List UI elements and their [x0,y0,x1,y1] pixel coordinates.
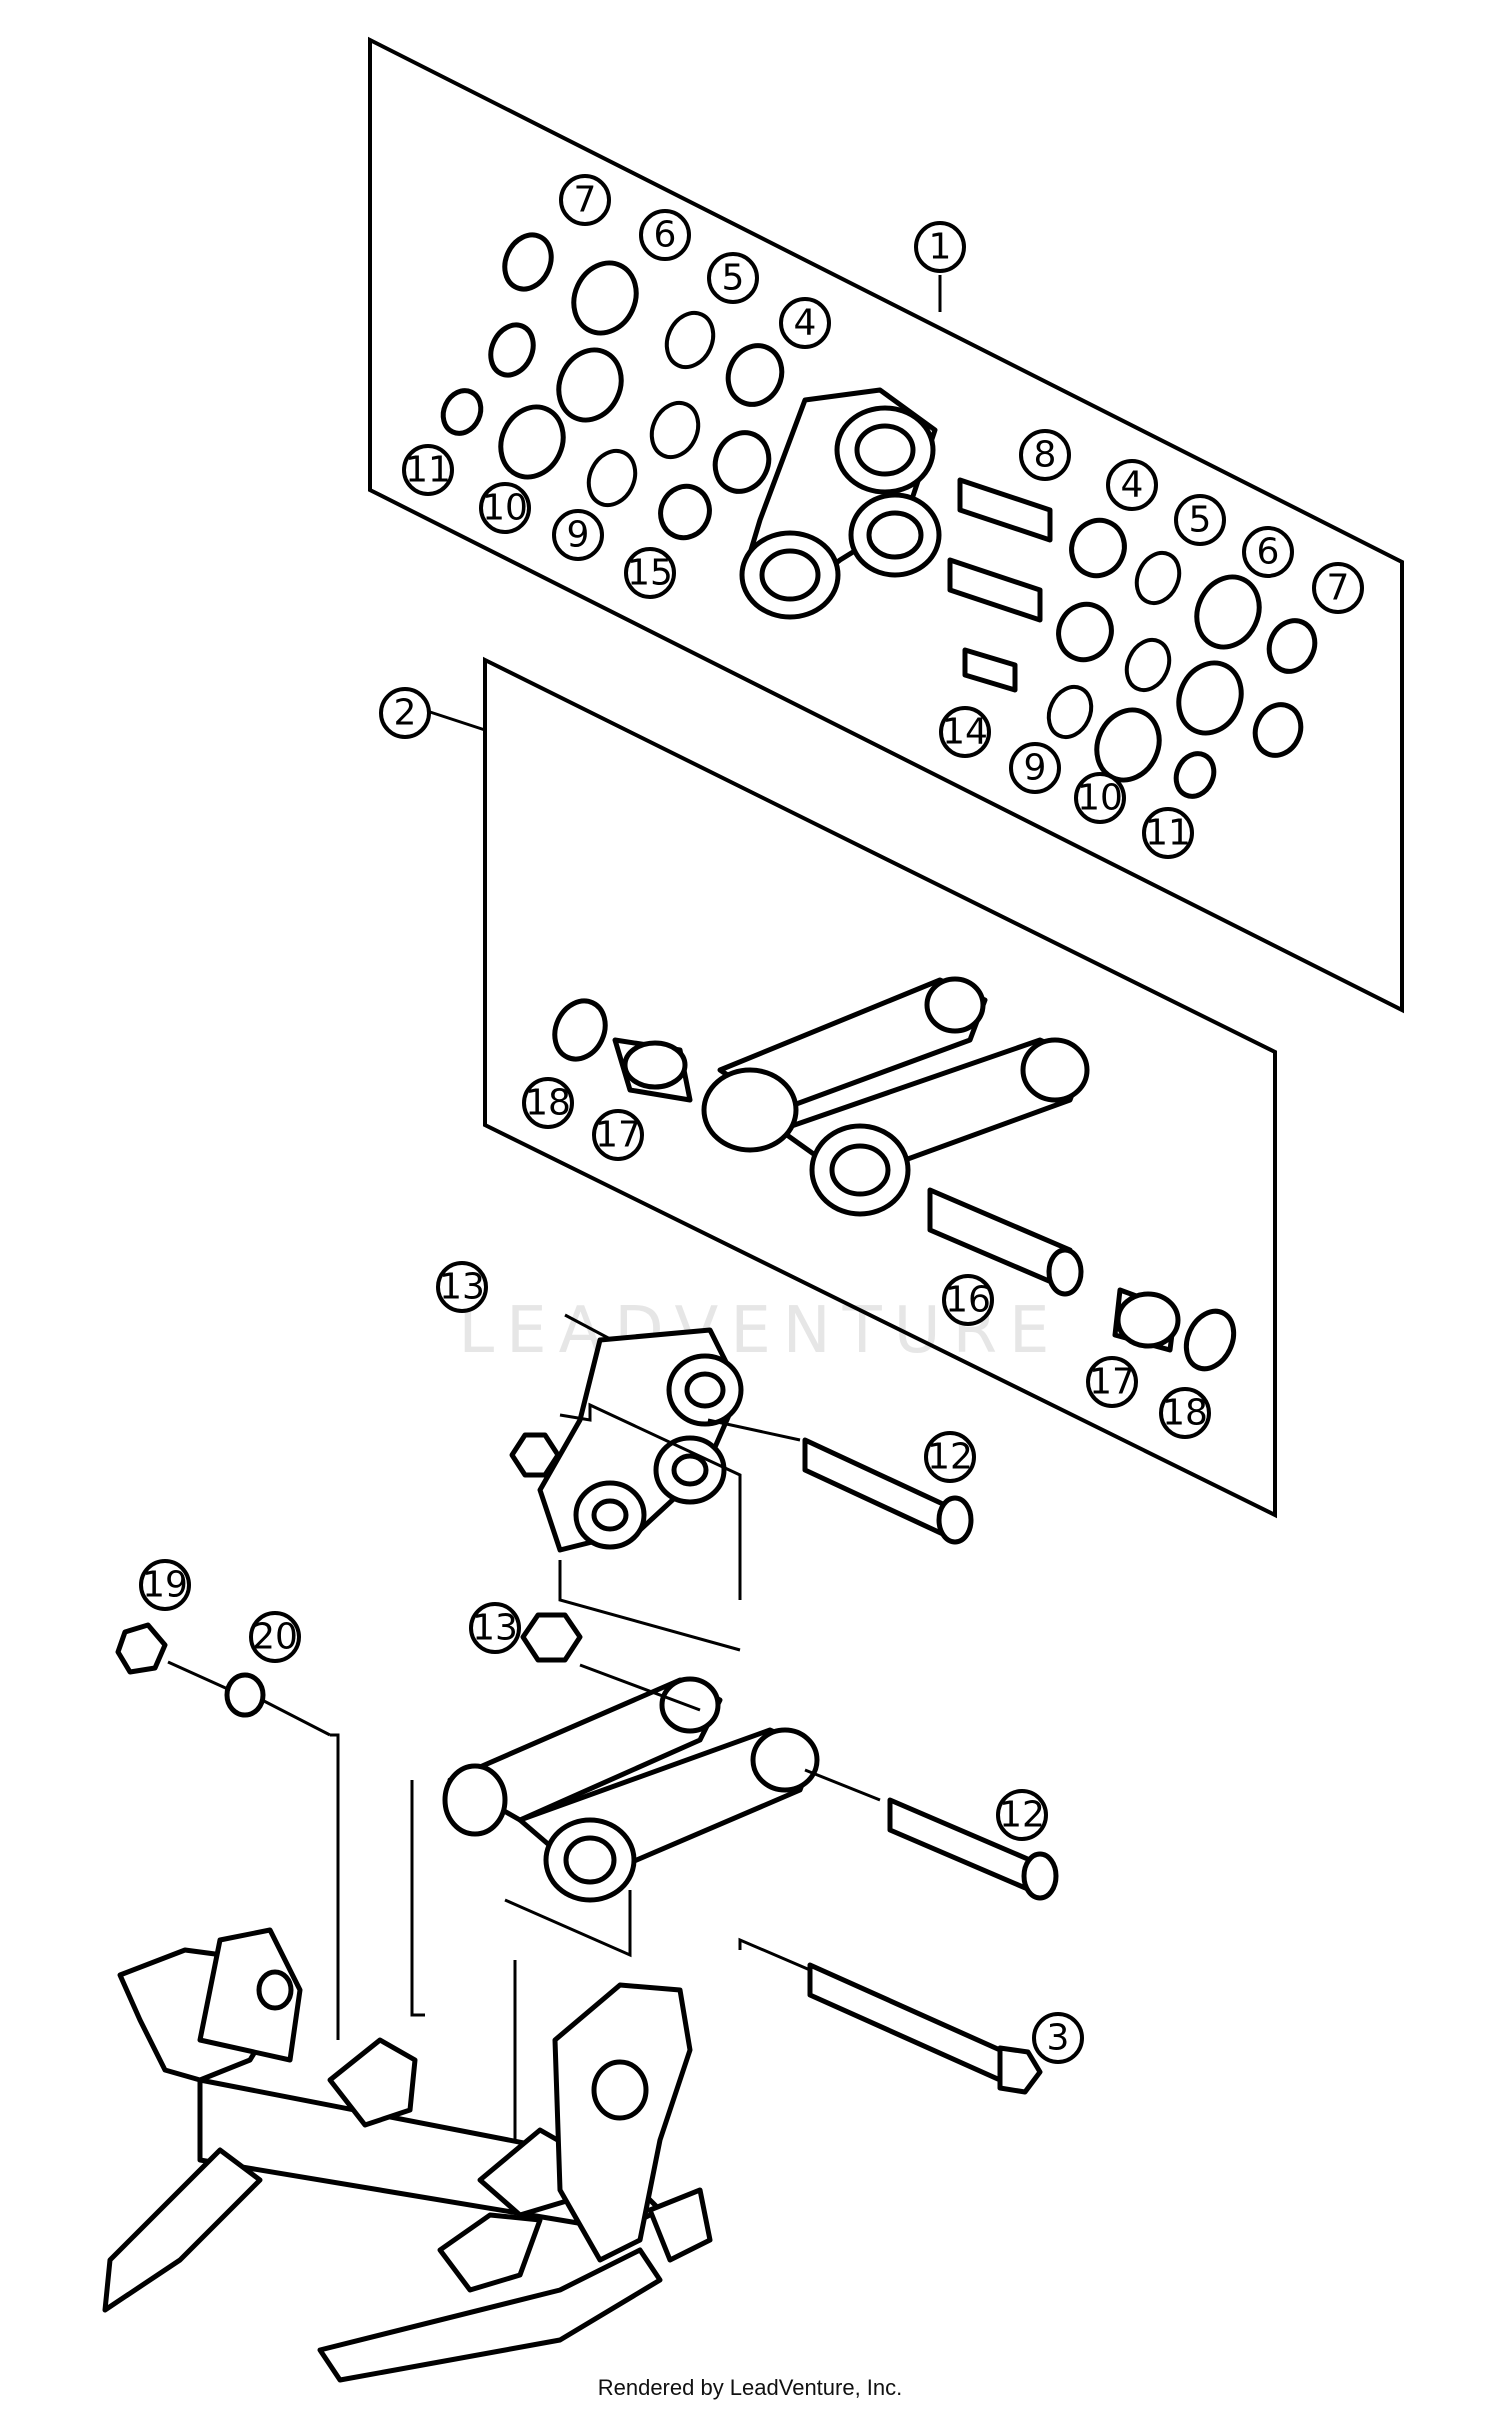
callout-label: 9 [567,515,590,556]
callout-1: 1 [914,221,966,273]
callout-label: 6 [1257,532,1280,573]
callout-12a: 12 [924,1431,976,1483]
callout-15: 15 [624,547,676,599]
callout-4b: 4 [1106,459,1158,511]
callout-label: 10 [1077,778,1123,819]
callout-12b: 12 [996,1789,1048,1841]
callout-label: 14 [942,712,988,753]
callout-16: 16 [942,1274,994,1326]
callout-17b: 17 [1086,1356,1138,1408]
callout-label: 13 [439,1267,485,1308]
callout-label: 2 [394,693,417,734]
kit-1-parts-left [440,232,785,541]
callout-4a: 4 [779,297,831,349]
callout-label: 8 [1034,435,1057,476]
callout-label: 17 [1089,1362,1135,1403]
callout-label: 15 [627,553,673,594]
footer-credit: Rendered by LeadVenture, Inc. [597,2375,903,2400]
callout-label: 5 [722,258,745,299]
frame [102,1927,713,2383]
nut-lower [520,1612,583,1663]
callout-9a: 9 [552,509,604,561]
washer-20 [224,1672,266,1718]
callout-10a: 10 [479,482,531,534]
callout-17a: 17 [592,1109,644,1161]
callout-9b: 9 [1009,742,1061,794]
callout-label: 7 [574,180,597,221]
kit-panel-2 [483,656,1277,1519]
bolt-lower [887,1797,1059,1901]
callout-10b: 10 [1074,772,1126,824]
callout-2: 2 [379,687,431,739]
callout-label: 19 [142,1565,188,1606]
callout-label: 3 [1047,2018,1070,2059]
callout-18b: 18 [1159,1387,1211,1439]
kit-1-link-arm [739,387,942,620]
callout-6b: 6 [1242,526,1294,578]
callout-3: 3 [1032,2012,1084,2064]
callout-13b: 13 [469,1602,521,1654]
kit-1-parts-right [947,477,1318,799]
callout-13a: 13 [436,1261,488,1313]
callout-11a: 11 [402,444,454,496]
callout-label: 9 [1024,748,1047,789]
callout-19: 19 [139,1559,191,1611]
nut-19 [115,1622,168,1675]
lower-link [442,1676,820,1903]
callout-label: 7 [1327,568,1350,609]
callout-11b: 11 [1142,807,1194,859]
callout-label: 6 [654,215,677,256]
callout-7a: 7 [559,174,611,226]
callout-label: 4 [1121,465,1144,506]
callout-label: 18 [525,1083,571,1124]
callout-5b: 5 [1174,494,1226,546]
kit-2-parts [552,976,1237,1372]
callout-14: 14 [939,706,991,758]
rocker-arm [509,1327,744,1553]
callout-18a: 18 [522,1077,574,1129]
leader-lines [167,275,942,2140]
pivot-shaft [807,1962,1043,2095]
callout-label: 10 [482,488,528,529]
callout-label: 4 [794,303,817,344]
callout-20: 20 [249,1611,301,1663]
callout-6a: 6 [639,209,691,261]
callout-label: 16 [945,1280,991,1321]
callout-label: 12 [927,1437,973,1478]
callout-label: 5 [1189,500,1212,541]
callout-label: 17 [595,1115,641,1156]
callout-label: 20 [252,1617,298,1658]
callout-label: 12 [999,1795,1045,1836]
callout-label: 11 [1145,813,1191,854]
callout-7b: 7 [1312,562,1364,614]
bolt-upper [802,1437,974,1545]
callout-label: 13 [472,1608,518,1649]
callout-label: 1 [929,227,952,268]
kit-panel-1 [368,36,1404,1014]
callout-label: 18 [1162,1393,1208,1434]
callout-8: 8 [1019,429,1071,481]
callout-label: 11 [405,450,451,491]
callout-5a: 5 [707,252,759,304]
